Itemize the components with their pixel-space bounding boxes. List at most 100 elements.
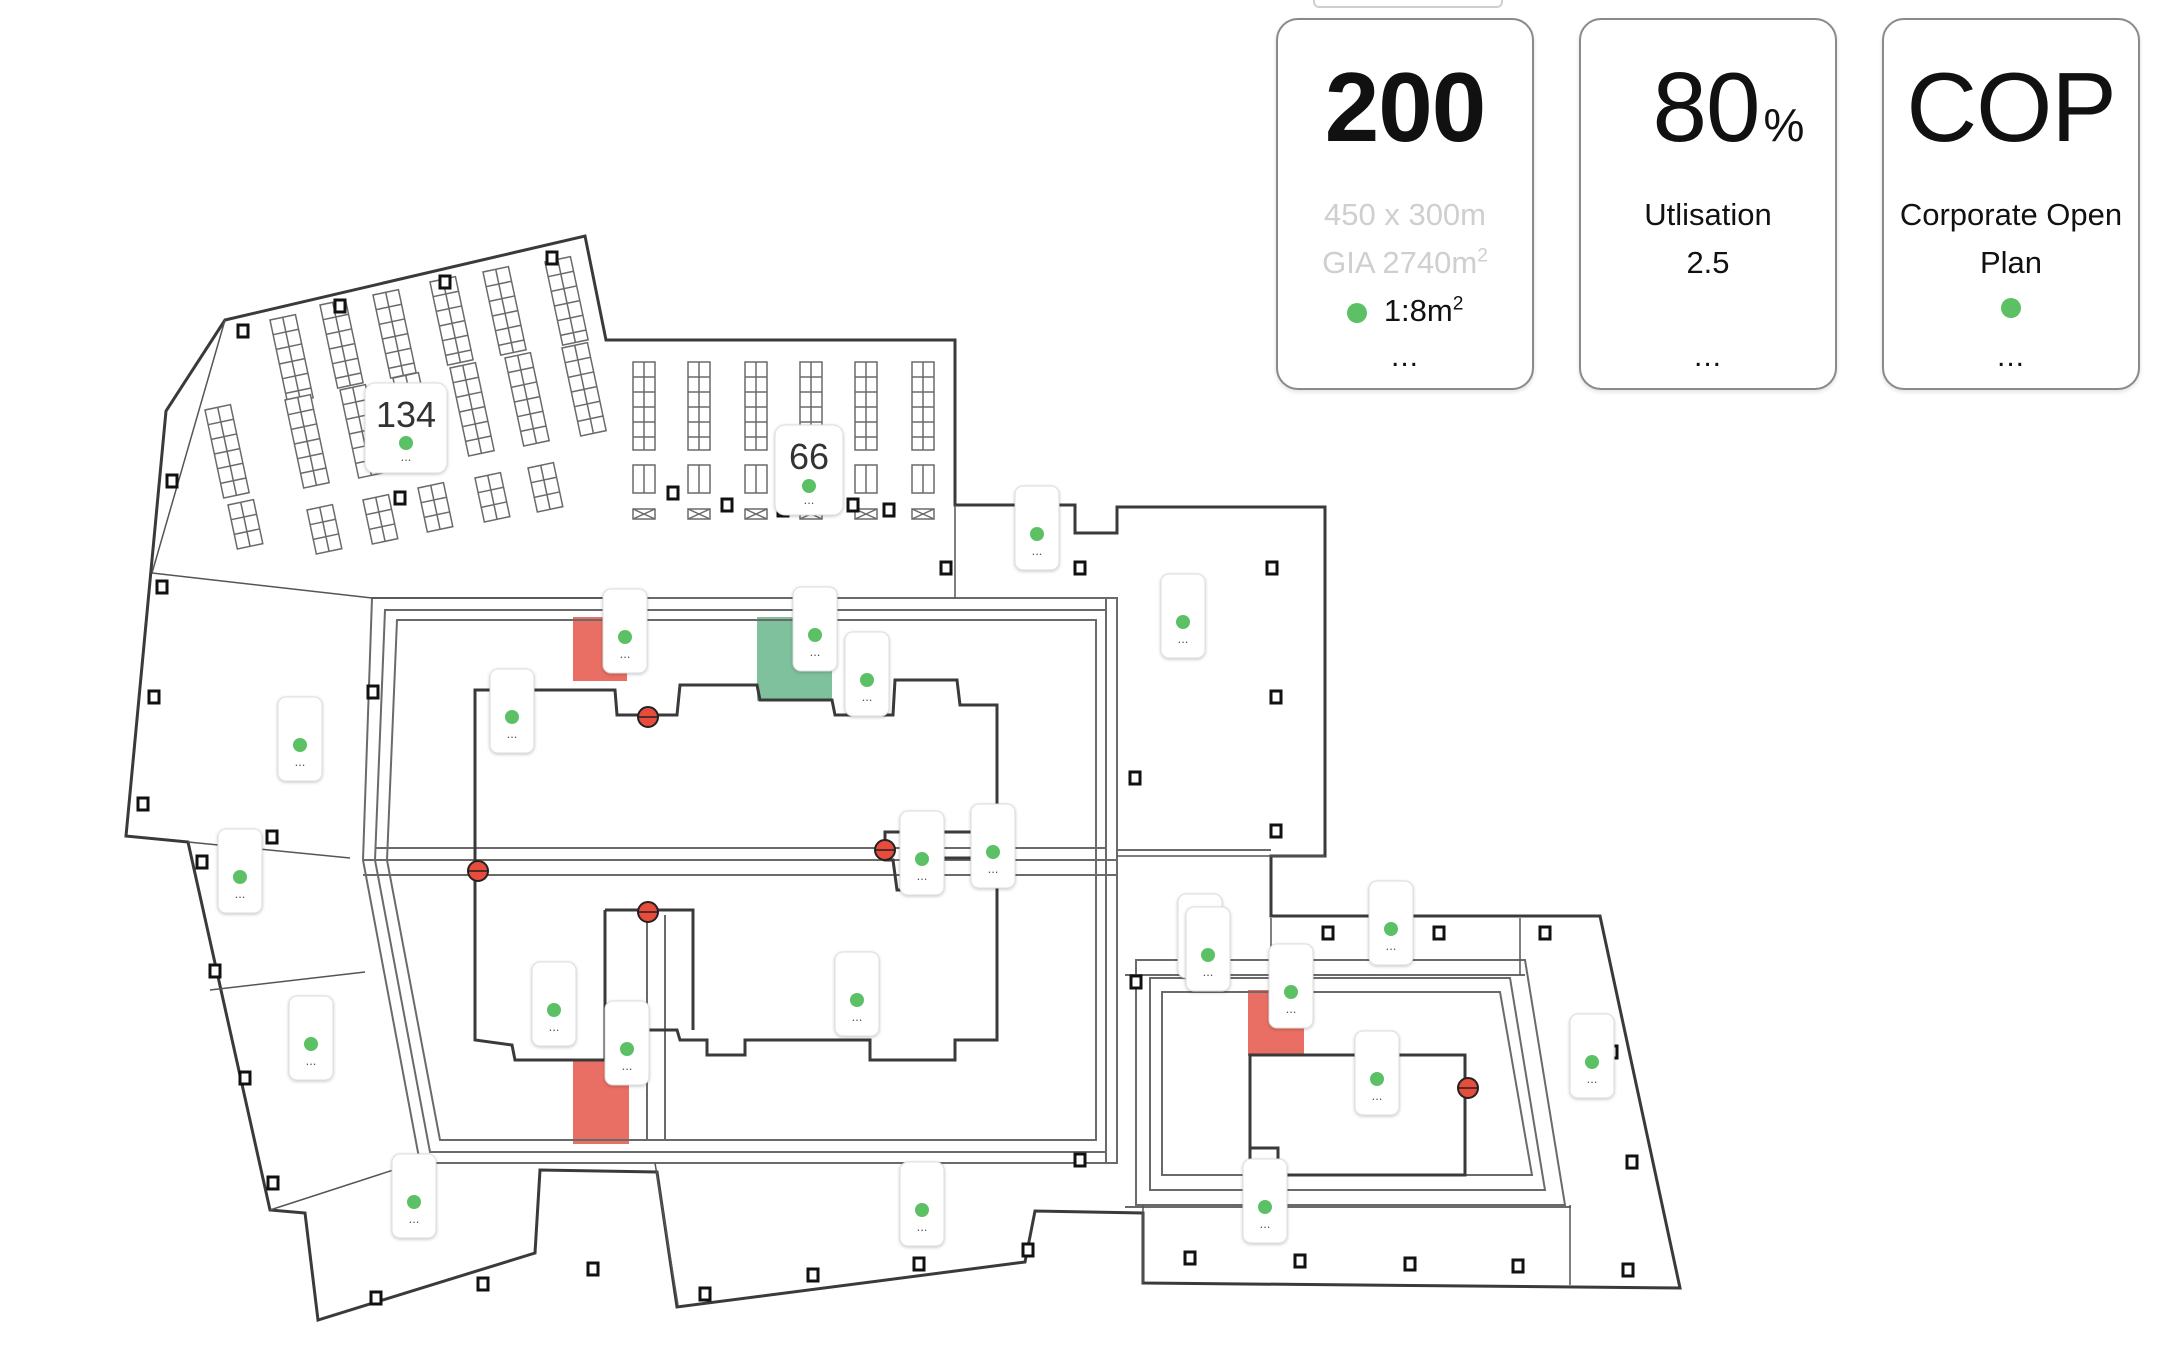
desk-cluster: [306, 503, 343, 555]
sensor-pin[interactable]: ...: [1354, 1030, 1400, 1116]
desk-cluster: [544, 255, 589, 347]
status-dot-icon: [547, 1003, 561, 1017]
pin-more[interactable]: ...: [620, 646, 631, 661]
pin-more[interactable]: ...: [401, 449, 412, 464]
dimensions-text: 450 x 300m: [1324, 197, 1486, 232]
status-dot-icon: [1284, 985, 1298, 999]
column-marker: [1265, 560, 1279, 576]
zone-counter[interactable]: 66 ...: [774, 424, 844, 516]
workstyle-code: COP: [1906, 52, 2116, 162]
sensor-pin[interactable]: ...: [970, 803, 1016, 889]
workstyle-card[interactable]: COP Corporate Open Plan ...: [1882, 18, 2140, 390]
pin-more[interactable]: ...: [507, 726, 518, 741]
sensor-pin[interactable]: ...: [1268, 943, 1314, 1029]
pin-more[interactable]: ...: [1372, 1088, 1383, 1103]
sensor-pin[interactable]: ...: [899, 1161, 945, 1247]
pin-more[interactable]: ...: [988, 861, 999, 876]
status-dot-icon: [1201, 948, 1215, 962]
sensor-pin[interactable]: ...: [1368, 880, 1414, 966]
pin-more[interactable]: ...: [852, 1009, 863, 1024]
zone-counters[interactable]: 134 ... 66 ...: [364, 382, 844, 516]
pin-more[interactable]: ...: [917, 868, 928, 883]
pin-more[interactable]: ...: [1286, 1001, 1297, 1016]
pin-more[interactable]: ...: [306, 1053, 317, 1068]
status-dot-icon: [293, 738, 307, 752]
utilisation-label: Utlisation: [1644, 197, 1772, 232]
desk-cluster: [417, 481, 454, 533]
more-button[interactable]: ...: [1390, 340, 1419, 373]
door-icon[interactable]: [637, 901, 659, 923]
top-tab[interactable]: [1313, 0, 1503, 8]
sensor-pin[interactable]: ...: [217, 828, 263, 914]
sensor-pin[interactable]: ...: [391, 1153, 437, 1239]
door-icon[interactable]: [637, 706, 659, 728]
column-marker: [1432, 925, 1446, 941]
sensor-pin[interactable]: ...: [844, 631, 890, 717]
sensor-pin[interactable]: ...: [1185, 906, 1231, 992]
sensor-pin[interactable]: ...: [531, 961, 577, 1047]
pin-more[interactable]: ...: [235, 886, 246, 901]
desk-cluster: [474, 471, 511, 523]
sensor-pin[interactable]: ...: [604, 1000, 650, 1086]
pin-more[interactable]: ...: [295, 754, 306, 769]
pin-more[interactable]: ...: [810, 644, 821, 659]
pin-more[interactable]: ...: [1203, 964, 1214, 979]
status-dot-icon: [1585, 1055, 1599, 1069]
column-marker: [1021, 1242, 1035, 1258]
column-marker: [136, 796, 150, 812]
pin-more[interactable]: ...: [1032, 543, 1043, 558]
column-marker: [720, 497, 734, 513]
sensor-pin[interactable]: ...: [792, 586, 838, 672]
zone-counter[interactable]: 134 ...: [364, 382, 448, 474]
column-marker: [1625, 1154, 1639, 1170]
sensor-pin[interactable]: ...: [1569, 1013, 1615, 1099]
sensor-pin[interactable]: ...: [602, 588, 648, 674]
desk-cluster: [269, 313, 314, 405]
desk-cluster: [429, 275, 474, 367]
column-marker: [393, 490, 407, 506]
desk-cluster: [362, 493, 399, 545]
sensor-pin[interactable]: ...: [489, 668, 535, 754]
pin-more[interactable]: ...: [917, 1219, 928, 1234]
sensor-pin[interactable]: ...: [1160, 573, 1206, 659]
sensor-pin[interactable]: ...: [899, 810, 945, 896]
sensor-pin[interactable]: ...: [834, 951, 880, 1037]
sensor-pin[interactable]: ...: [1242, 1158, 1288, 1244]
sensor-pin[interactable]: ...: [1014, 485, 1060, 571]
column-marker: [1511, 1258, 1525, 1274]
pin-more[interactable]: ...: [1178, 631, 1189, 646]
column-marker: [1321, 925, 1335, 941]
desk-cluster: [527, 461, 564, 513]
column-marker: [238, 1070, 252, 1086]
pin-more[interactable]: ...: [804, 492, 815, 507]
pin-more[interactable]: ...: [1386, 938, 1397, 953]
column-marker: [1129, 974, 1143, 990]
pin-more[interactable]: ...: [1587, 1071, 1598, 1086]
zone-count-label: 66: [789, 436, 829, 477]
utilisation-figure: 2.5: [1686, 245, 1730, 280]
sensor-pin[interactable]: ...: [288, 995, 334, 1081]
pin-more[interactable]: ...: [622, 1058, 633, 1073]
sensor-pins[interactable]: ........................................…: [217, 485, 1615, 1247]
column-marker: [369, 1290, 383, 1306]
pin-more[interactable]: ...: [1260, 1216, 1271, 1231]
status-dot-icon: [1258, 1200, 1272, 1214]
pin-more[interactable]: ...: [409, 1211, 420, 1226]
utilisation-card[interactable]: 80% Utlisation 2.5 ...: [1579, 18, 1837, 390]
desk-cluster: [504, 351, 551, 447]
pin-more[interactable]: ...: [549, 1019, 560, 1034]
door-icon[interactable]: [1457, 1077, 1479, 1099]
sensor-pin[interactable]: ...: [277, 696, 323, 782]
more-button[interactable]: ...: [1693, 340, 1722, 373]
column-marker: [1269, 823, 1283, 839]
column-marker: [1538, 925, 1552, 941]
column-marker: [1293, 1253, 1307, 1269]
status-dot-icon: [1030, 527, 1044, 541]
door-icon[interactable]: [467, 860, 489, 882]
door-icon[interactable]: [874, 839, 896, 861]
pin-more[interactable]: ...: [862, 689, 873, 704]
desk-cluster: [854, 361, 878, 520]
more-button[interactable]: ...: [1996, 340, 2025, 373]
column-marker: [1403, 1256, 1417, 1272]
capacity-card[interactable]: 200 450 x 300m GIA 2740m2 1:8m2 ...: [1276, 18, 1534, 390]
